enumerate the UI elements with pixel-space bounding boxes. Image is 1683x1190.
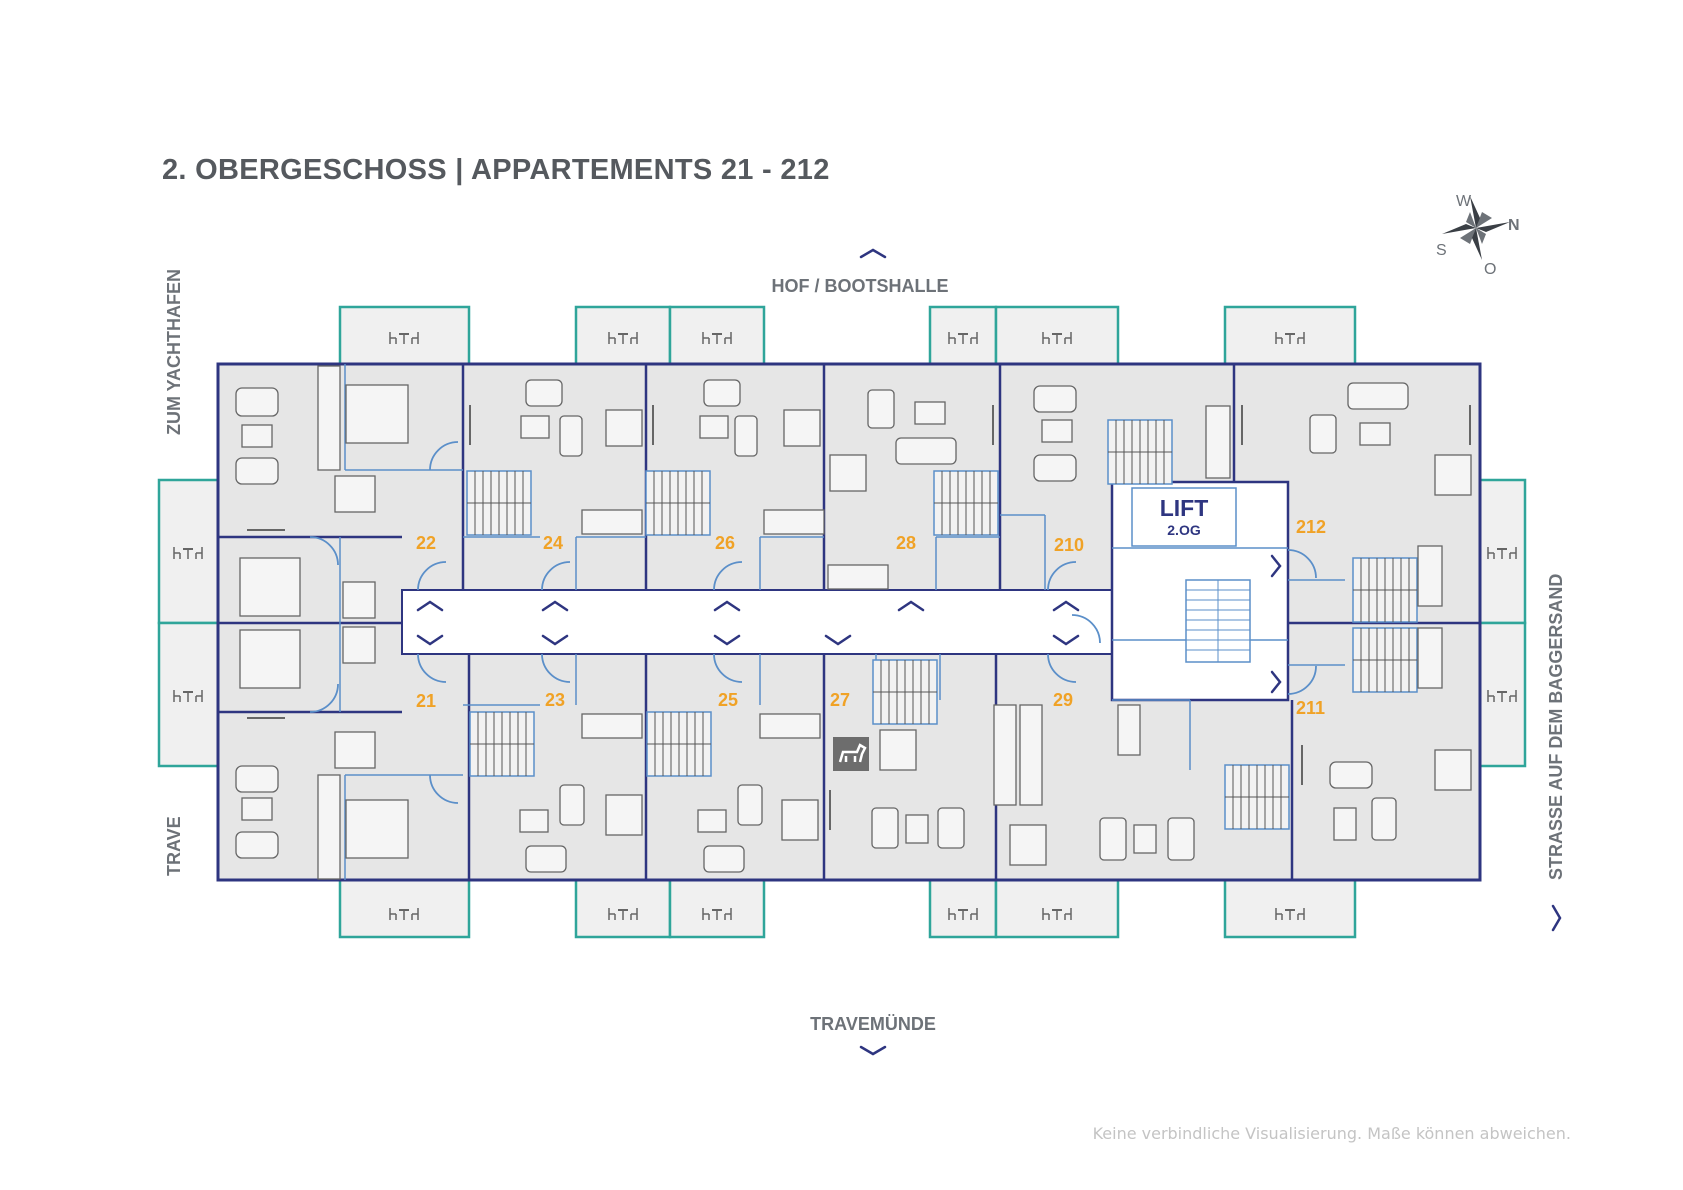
balcony xyxy=(928,878,998,939)
direction-top: HOF / BOOTSHALLE xyxy=(772,276,949,296)
balconies xyxy=(157,305,1527,939)
unit-number: 210 xyxy=(1054,535,1084,555)
compass-east: O xyxy=(1484,261,1496,278)
direction-right: STRASSE AUF DEM BAGGERSAND xyxy=(1546,574,1566,880)
direction-left-top: ZUM YACHTHAFEN xyxy=(164,269,184,435)
balcony xyxy=(1223,878,1357,939)
chevron-icon xyxy=(416,554,1282,694)
unit-number: 21 xyxy=(416,691,436,711)
unit-number: 23 xyxy=(545,690,565,710)
unit-number: 24 xyxy=(543,533,563,553)
doors xyxy=(309,441,1317,804)
bed xyxy=(345,384,409,444)
bed xyxy=(239,557,301,617)
bed xyxy=(345,799,409,859)
balcony xyxy=(994,878,1120,939)
lift-cabin xyxy=(1131,487,1237,547)
unit-number: 26 xyxy=(715,533,735,553)
bed xyxy=(239,629,301,689)
direction-bottom: TRAVEMÜNDE xyxy=(810,1014,936,1034)
unit-number: 28 xyxy=(896,533,916,553)
compass-icon: W N S O xyxy=(1436,193,1520,278)
compass-south: S xyxy=(1436,242,1447,259)
corridor xyxy=(401,589,1113,655)
dog-icon xyxy=(833,737,869,771)
page-title: 2. OBERGESCHOSS | APPARTEMENTS 21 - 212 xyxy=(162,154,830,186)
chevron-icon xyxy=(859,248,1562,1056)
unit-number: 25 xyxy=(718,690,738,710)
unit-number: 211 xyxy=(1296,698,1325,718)
furniture xyxy=(235,365,1472,880)
lift-floor: 2.OG xyxy=(1167,522,1201,538)
balcony xyxy=(668,878,766,939)
compass-north: N xyxy=(1508,217,1520,234)
direction-left-bottom: TRAVE xyxy=(164,816,184,876)
tv xyxy=(247,405,1471,830)
compass-west: W xyxy=(1456,193,1472,210)
balcony xyxy=(574,878,672,939)
disclaimer: Keine verbindliche Visualisierung. Maße … xyxy=(1092,1124,1571,1143)
stairs-icon xyxy=(1185,579,1251,663)
balcony xyxy=(338,878,471,939)
unit-number: 27 xyxy=(830,690,850,710)
unit-number: 29 xyxy=(1053,690,1073,710)
unit-number: 212 xyxy=(1296,517,1326,537)
lift-label: LIFT xyxy=(1160,495,1209,521)
unit-number: 22 xyxy=(416,533,436,553)
